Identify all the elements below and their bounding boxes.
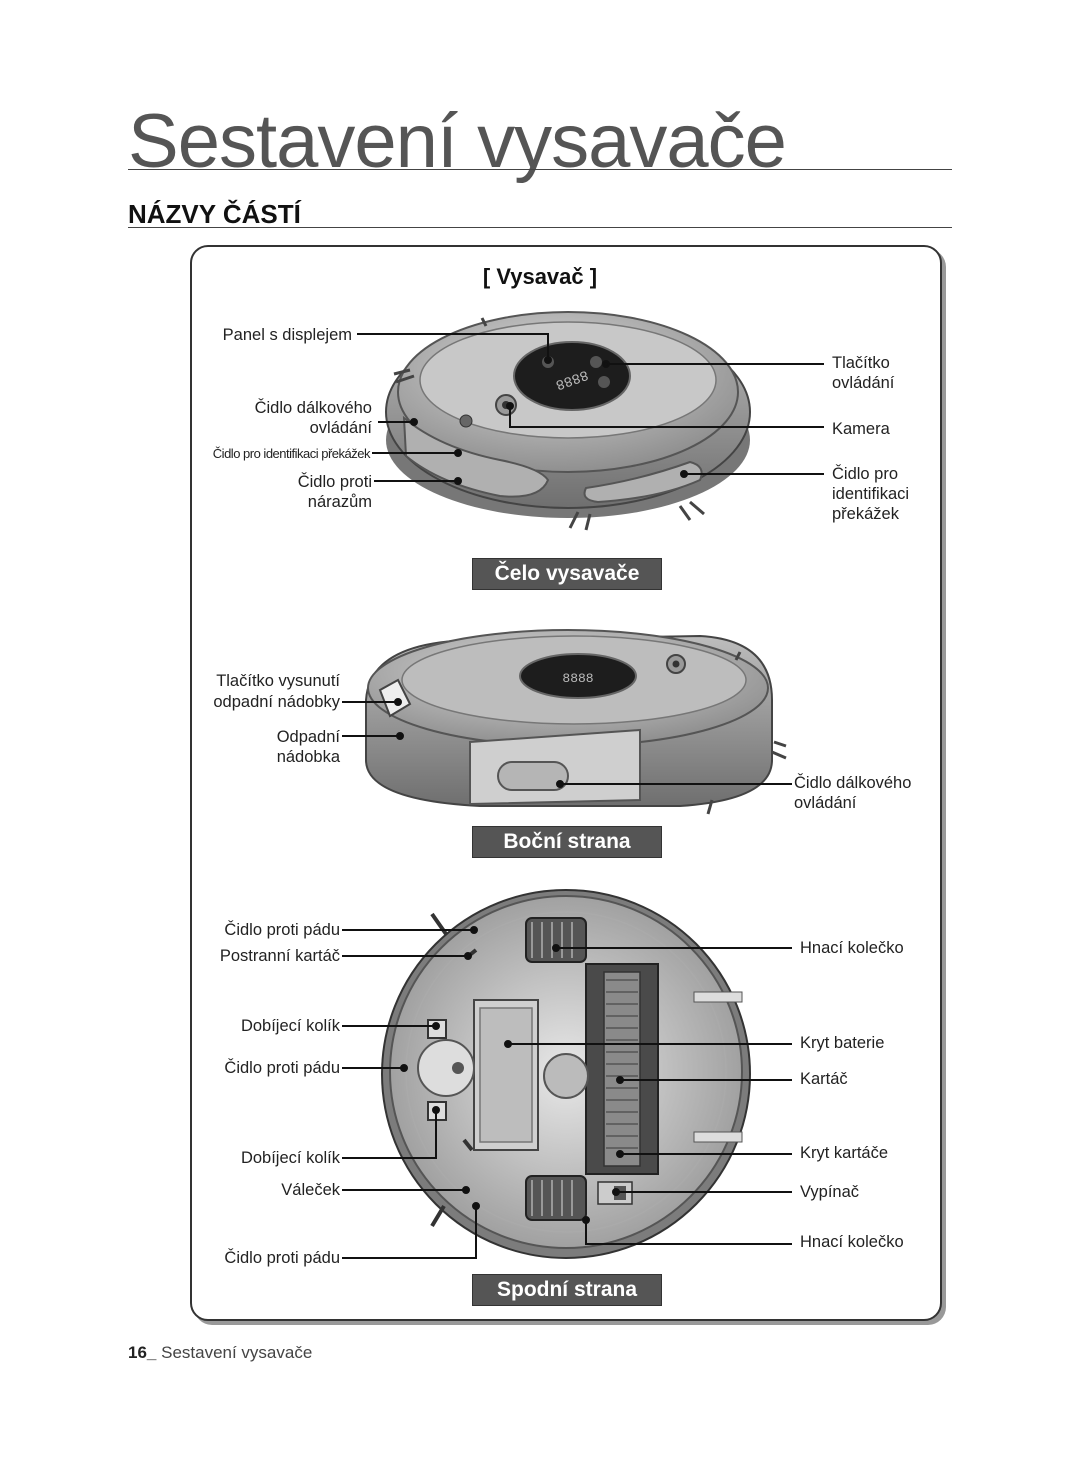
- label-control-button-2: ovládání: [832, 374, 895, 392]
- label-bin-release-2: odpadní nádobky: [213, 693, 340, 711]
- label-drive-wheel-top: Hnací kolečko: [800, 939, 904, 957]
- side-view-robot: 8888: [365, 629, 787, 815]
- label-charge-pin-2: Dobíjecí kolík: [240, 1149, 340, 1167]
- label-remote-sensor-front-1: Čidlo dálkového: [254, 399, 372, 417]
- label-display-panel: Panel s displejem: [222, 326, 352, 344]
- label-camera: Kamera: [832, 420, 890, 438]
- label-bin-release-1: Tlačítko vysunutí: [216, 672, 340, 690]
- label-cliff-sensor-mid: Čidlo proti pádu: [224, 1059, 340, 1077]
- front-leader-lines: [357, 333, 824, 485]
- label-cliff-sensor-bottom: Čidlo proti pádu: [224, 1249, 340, 1267]
- label-obstacle-sensor-right-2: identifikaci: [832, 485, 910, 503]
- label-bin-2: nádobka: [276, 748, 340, 766]
- label-roller: Váleček: [281, 1181, 340, 1199]
- label-control-button-1: Tlačítko: [832, 354, 890, 372]
- label-obstacle-sensor-right-1: Čidlo pro: [832, 465, 899, 483]
- label-brush: Kartáč: [800, 1070, 848, 1088]
- title-rule: [128, 169, 952, 170]
- label-power-switch: Vypínač: [800, 1183, 860, 1201]
- label-obstacle-sensor-left: Čidlo pro identifikaci překážek: [212, 446, 371, 461]
- label-side-brush: Postranní kartáč: [219, 947, 340, 965]
- diagram-title: [ Vysavač ]: [482, 264, 598, 289]
- caption-bottom-view: Spodní strana: [472, 1274, 662, 1306]
- page-title: Sestavení vysavače: [128, 99, 787, 184]
- page-number: 16_: [128, 1343, 157, 1362]
- label-brush-cover: Kryt kartáče: [800, 1144, 889, 1162]
- caption-front-view: Čelo vysavače: [472, 558, 662, 590]
- caption-side-view: Boční strana: [472, 826, 662, 858]
- front-view-robot: 8888: [385, 311, 751, 531]
- label-obstacle-sensor-right-3: překážek: [832, 505, 899, 523]
- side-display-digits: 8888: [562, 671, 593, 686]
- footer-text: Sestavení vysavače: [161, 1343, 313, 1362]
- label-charge-pin-1: Dobíjecí kolík: [240, 1017, 340, 1035]
- label-remote-sensor-side-2: ovládání: [794, 794, 857, 812]
- label-remote-sensor-front-2: ovládání: [309, 419, 372, 437]
- label-bin-1: Odpadní: [276, 728, 340, 746]
- bottom-leader-lines: [342, 926, 792, 1259]
- side-leader-lines: [342, 698, 792, 788]
- section-title: NÁZVY ČÁSTÍ: [128, 199, 301, 229]
- label-bump-sensor-2: nárazům: [307, 493, 372, 511]
- bottom-view-robot: [381, 889, 751, 1259]
- label-drive-wheel-bottom: Hnací kolečko: [800, 1233, 904, 1251]
- label-battery-cover: Kryt baterie: [800, 1034, 885, 1052]
- label-cliff-sensor-top: Čidlo proti pádu: [224, 921, 340, 939]
- label-bump-sensor-1: Čidlo proti: [297, 473, 372, 491]
- label-remote-sensor-side-1: Čidlo dálkového: [794, 774, 912, 792]
- section-rule: [128, 227, 952, 228]
- page-footer: 16_ Sestavení vysavače: [128, 1343, 312, 1363]
